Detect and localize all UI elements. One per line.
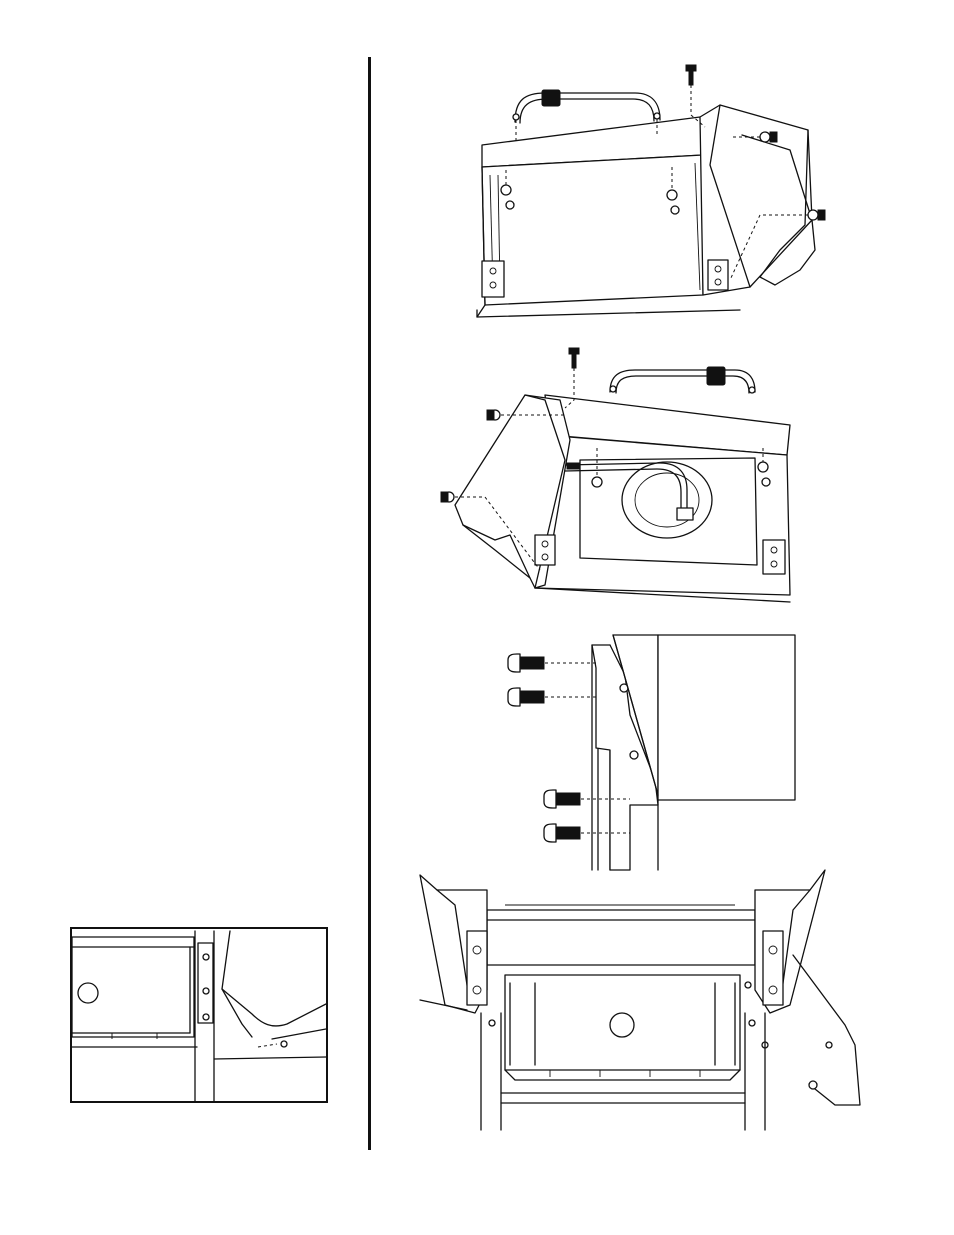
bolt-2 bbox=[508, 688, 596, 706]
figure-bolt-attachment bbox=[500, 630, 800, 875]
column-divider bbox=[368, 57, 371, 1150]
figure-inset-detail bbox=[70, 927, 328, 1103]
inset-drawing bbox=[72, 929, 326, 1101]
keyhole-bracket-left bbox=[482, 261, 504, 297]
figure-handle-left-side bbox=[420, 55, 840, 330]
figure-handle-right-side bbox=[435, 340, 810, 610]
figure-cart-front-view bbox=[415, 865, 865, 1135]
bolt-1 bbox=[508, 654, 596, 672]
